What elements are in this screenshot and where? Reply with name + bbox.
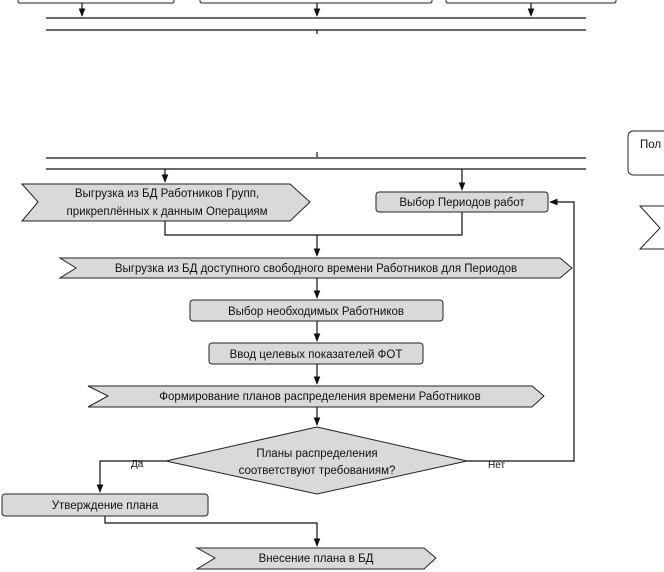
edge-label-no: Нет <box>488 460 505 471</box>
legend-label: Пол <box>640 139 661 151</box>
node-form-plans-label: Формирование планов распределения времен… <box>159 391 480 403</box>
node-decision <box>165 426 468 495</box>
cropped-top-box-left <box>17 0 175 4</box>
node-save-plan <box>195 547 437 570</box>
edge-approve-to-save <box>104 516 321 547</box>
node-select-workers-label: Выбор необходимых Работников <box>228 306 404 318</box>
node-export-workers-label-1: Выгрузка из БД Работников Групп, <box>75 188 259 200</box>
node-save-plan-label: Внесение плана в БД <box>259 553 374 565</box>
cropped-top-box-right <box>445 0 617 4</box>
edge-export-merge <box>164 221 317 236</box>
node-export-free-time-label: Выгрузка из БД доступного свободного вре… <box>115 263 517 275</box>
node-select-periods-label: Выбор Периодов работ <box>399 197 525 209</box>
node-decision-label-1: Планы распределения <box>256 448 377 460</box>
edge-periods-merge <box>317 212 463 236</box>
node-export-free-time <box>58 257 573 279</box>
node-export-workers <box>20 183 311 222</box>
edge-yes-to-approve <box>96 460 166 493</box>
node-enter-targets <box>208 342 424 365</box>
edge-no-loop-back <box>467 198 575 462</box>
edge-label-yes: Да <box>131 459 144 470</box>
node-form-plans <box>87 385 545 408</box>
node-enter-targets-label: Ввод целевых показателей ФОТ <box>230 349 403 361</box>
node-decision-label-2: соответствуют требованиям? <box>239 465 396 477</box>
node-export-workers-label-2: прикреплённых к данным Операциям <box>66 206 267 218</box>
legend-box <box>627 130 664 176</box>
legend-data-shape <box>638 205 664 250</box>
node-approve-plan-label: Утверждение плана <box>52 500 159 512</box>
cropped-top-box-middle <box>199 0 433 4</box>
